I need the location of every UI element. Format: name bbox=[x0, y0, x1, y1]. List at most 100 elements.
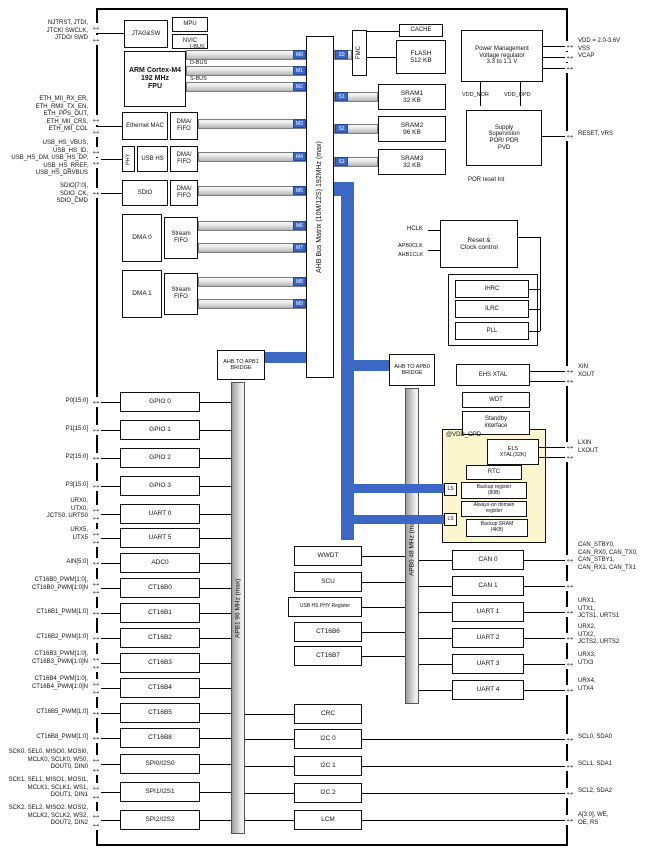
pin-label-group: USB_HS_VBUS,USB_HS_ID,USB_HS_DM, USB_HS_… bbox=[0, 140, 88, 178]
wire bbox=[200, 514, 231, 515]
pin-label: UTX2, bbox=[578, 631, 596, 638]
ahb-bus-segment bbox=[334, 182, 344, 196]
pin-arrow-icon: ↔ bbox=[91, 157, 101, 168]
wire bbox=[200, 738, 231, 739]
block-sdio-dma: DMA/ FIFO bbox=[170, 180, 198, 206]
bus-port-tag: M7 bbox=[293, 243, 306, 252]
block-ct16b2: CT16B2 bbox=[120, 628, 200, 648]
block-power-mgmt: Power Management Voltage regulator 3.3 t… bbox=[461, 30, 543, 82]
block-jtag: JTAG&SW bbox=[124, 20, 168, 48]
pin-label-group: P0[15:0] bbox=[0, 398, 88, 406]
pin-label: SDIO[7:0], bbox=[59, 183, 88, 189]
block-eth-dma: DMA/ FIFO bbox=[170, 112, 198, 140]
pin-label: VDD = 2.0-3.6V bbox=[578, 38, 621, 44]
bus-port-tag: S3 bbox=[335, 157, 348, 166]
block-usb-phy: PHY bbox=[122, 146, 135, 172]
pin-label-group: P3[15:0] bbox=[0, 482, 88, 490]
block-ihrc: IHRC bbox=[455, 280, 529, 298]
pin-label: ETH_MII_CRS, bbox=[46, 118, 88, 125]
ahb-bus-segment bbox=[354, 515, 444, 524]
pin-label: P1[15:0] bbox=[65, 426, 88, 432]
label-d-bus: D-BUS bbox=[190, 60, 208, 66]
block-backup-sram: Backup SRAM (4KB) bbox=[466, 519, 528, 537]
bus-master-bar bbox=[198, 152, 306, 162]
pin-label-group: CT16B1_PWM[1:0] bbox=[0, 609, 88, 617]
pin-label-group: CT16B4_PWM[1:0],CT16B4_PWM[1:0]N bbox=[0, 676, 88, 691]
bus-port-tag: M1 bbox=[293, 66, 306, 75]
wire bbox=[428, 250, 440, 251]
bus-master-bar bbox=[334, 124, 378, 134]
block-spi2-i2s2: SPI2/I2S2 bbox=[120, 810, 200, 830]
wire bbox=[245, 714, 294, 715]
pin-label: UTX5 bbox=[72, 534, 88, 541]
block-ehs-xtal: EHS XTAL bbox=[456, 364, 530, 386]
label-i-bus: I-BUS bbox=[190, 44, 205, 50]
block-bus-matrix: AHB Bus Matrix (10M/12S) 192MHz (max) bbox=[306, 36, 334, 378]
bus-master-bar bbox=[198, 186, 306, 196]
wire bbox=[200, 563, 231, 564]
block-sram2: SRAM2 96 KB bbox=[378, 116, 446, 142]
pin-label: SDIO_CK, bbox=[59, 190, 88, 197]
pin-label: MCLK1, SCLK1, WS1, bbox=[27, 784, 88, 791]
pin-label-group: URX4,UTX4 bbox=[578, 678, 660, 693]
pin-label-group: P1[15:0] bbox=[0, 426, 88, 434]
wire bbox=[362, 632, 405, 633]
pin-arrow-icon: ↔ bbox=[91, 653, 101, 664]
block-gpio1: GPIO 1 bbox=[120, 420, 200, 440]
block-mpu: MPU bbox=[172, 17, 208, 32]
bus-port-tag: S1 bbox=[335, 92, 348, 101]
wire bbox=[543, 57, 570, 58]
block-dma1: DMA 1 bbox=[122, 270, 162, 318]
pin-arrow-icon: ↔ bbox=[565, 451, 575, 462]
pin-arrow-icon: ↔ bbox=[91, 22, 101, 33]
block-i2c2: I2C 2 bbox=[294, 783, 362, 803]
pin-arrow-icon: ↔ bbox=[565, 40, 575, 51]
block-i2c0: I2C 0 bbox=[294, 729, 362, 749]
wire bbox=[539, 447, 570, 448]
block-reset-clock: Reset & Clock control bbox=[440, 220, 518, 268]
pin-label: ETH_MII_RX_ER, bbox=[39, 96, 88, 102]
bus-port-tag: M6 bbox=[293, 221, 306, 230]
pin-label: UTX3 bbox=[578, 659, 594, 666]
block-i2c1: I2C 1 bbox=[294, 756, 362, 776]
wire bbox=[200, 764, 231, 765]
pin-arrow-icon: ↔ bbox=[565, 658, 575, 669]
block-can0: CAN 0 bbox=[452, 550, 524, 570]
pin-label: CT16B4_PWM[1:0], bbox=[34, 676, 88, 682]
wire bbox=[518, 237, 540, 238]
pin-arrow-icon: ↔ bbox=[91, 187, 101, 198]
block-ct16b1: CT16B1 bbox=[120, 603, 200, 623]
pin-label-group: SCK2, SEL2, MISO2, MOSI2,MCLK2, SCLK2, W… bbox=[0, 805, 88, 828]
wire bbox=[520, 82, 521, 106]
pin-arrow-icon: ↔ bbox=[91, 504, 101, 515]
block-scu: SCU bbox=[294, 572, 362, 592]
block-ct16b4: CT16B4 bbox=[120, 678, 200, 698]
bus-port-tag: S2 bbox=[335, 124, 348, 133]
pin-label: AIN[5:0] bbox=[66, 559, 88, 565]
wire bbox=[245, 793, 294, 794]
wire bbox=[245, 820, 294, 821]
label-ahb1clk: AHB1CLK bbox=[398, 252, 424, 258]
block-eth-mac: Ethernet MAC bbox=[122, 112, 168, 140]
pin-arrow-icon: ↔ bbox=[91, 480, 101, 491]
wire bbox=[96, 613, 120, 614]
pin-arrow-icon: ↔ bbox=[91, 452, 101, 463]
wire bbox=[96, 638, 120, 639]
pin-label: CT16B4_PWM[1:0]N bbox=[31, 683, 88, 690]
pin-arrow-icon: ↔ bbox=[91, 557, 101, 568]
block-rtc: RTC bbox=[466, 465, 522, 480]
pin-arrow-icon: ↔ bbox=[91, 686, 101, 697]
block-ct16b7: CT16B7 bbox=[294, 646, 362, 666]
block-pll: PLL bbox=[455, 322, 529, 340]
wire bbox=[524, 560, 570, 561]
bus-master-bar bbox=[186, 82, 306, 92]
block-spi1-i2s1: SPI1/I2S1 bbox=[120, 782, 200, 802]
pin-arrow-icon: ↔ bbox=[565, 760, 575, 771]
block-usb-hs: USB HS bbox=[137, 146, 168, 172]
block-ls-upper: LS bbox=[444, 483, 457, 496]
pin-arrow-icon: ↔ bbox=[91, 782, 101, 793]
bus-port-tag: M3 bbox=[293, 119, 306, 128]
pin-arrow-icon: ↔ bbox=[565, 62, 575, 73]
wire bbox=[362, 820, 570, 821]
